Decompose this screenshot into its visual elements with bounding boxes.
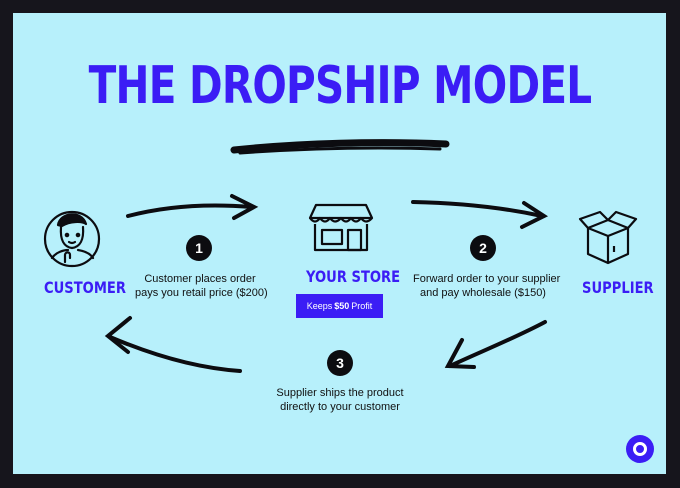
arrow-store-to-supplier xyxy=(411,200,549,229)
step-2-badge: 2 xyxy=(470,235,496,261)
step-1-description: Customer places order pays you retail pr… xyxy=(135,273,268,299)
profit-amount: $50 xyxy=(334,301,350,311)
title-underline xyxy=(230,139,450,154)
arrow-supplier-to-shipping xyxy=(444,320,547,369)
page-title: THE DROPSHIP MODEL xyxy=(88,56,592,116)
storefront-icon xyxy=(308,203,374,252)
store-profit-badge: Keeps $50 Profit xyxy=(296,294,383,318)
chat-icon xyxy=(633,442,647,456)
profit-suffix: Profit xyxy=(351,301,373,311)
customer-label: CUSTOMER xyxy=(44,278,126,297)
arrow-shipping-to-customer xyxy=(104,316,242,373)
step-3-description: Supplier ships the product directly to y… xyxy=(276,387,404,413)
step-2-description: Forward order to your supplier and pay w… xyxy=(413,273,561,299)
profit-prefix: Keeps xyxy=(306,301,333,311)
supplier-label: SUPPLIER xyxy=(582,278,654,297)
chat-button[interactable] xyxy=(626,435,654,463)
box-icon xyxy=(578,210,638,265)
step-3-badge: 3 xyxy=(327,350,353,376)
arrow-customer-to-store xyxy=(126,194,259,220)
customer-avatar-icon xyxy=(43,210,101,268)
store-label: YOUR STORE xyxy=(306,267,401,286)
step-1-badge: 1 xyxy=(186,235,212,261)
